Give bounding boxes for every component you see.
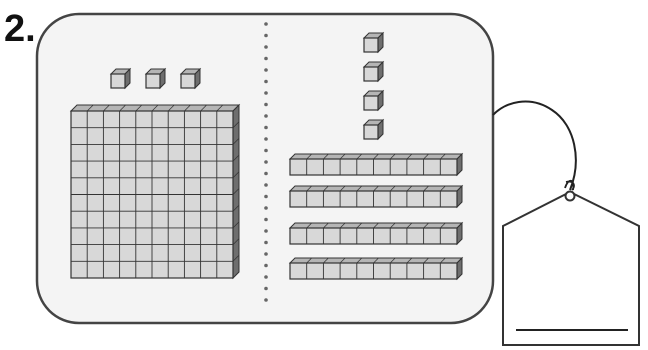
divider-dot bbox=[264, 34, 268, 38]
divider-dot bbox=[264, 252, 268, 256]
divider-dot bbox=[264, 298, 268, 302]
tens-rod bbox=[290, 154, 462, 175]
ones-cube bbox=[364, 33, 383, 52]
divider-dot bbox=[264, 126, 268, 130]
divider-dot bbox=[264, 206, 268, 210]
divider-dot bbox=[264, 103, 268, 107]
divider-dot bbox=[264, 275, 268, 279]
ones-cube bbox=[364, 91, 383, 110]
divider-dot bbox=[264, 80, 268, 84]
answer-tag[interactable] bbox=[493, 102, 639, 345]
divider-dot bbox=[264, 172, 268, 176]
divider-dot bbox=[264, 57, 268, 61]
divider-dot bbox=[264, 241, 268, 245]
tag-body bbox=[503, 192, 639, 345]
divider-dot bbox=[264, 137, 268, 141]
divider-dot bbox=[264, 195, 268, 199]
ones-cube bbox=[364, 120, 383, 139]
divider-dot bbox=[264, 160, 268, 164]
ones-cube bbox=[111, 69, 130, 88]
divider-dot bbox=[264, 264, 268, 268]
hundreds-flat bbox=[71, 105, 239, 278]
divider-dot bbox=[264, 287, 268, 291]
ones-cube bbox=[181, 69, 200, 88]
divider-dot bbox=[264, 218, 268, 222]
divider-dot bbox=[264, 114, 268, 118]
tens-rod bbox=[290, 223, 462, 244]
divider-dot bbox=[264, 68, 268, 72]
tag-hole bbox=[566, 192, 575, 201]
tens-rod bbox=[290, 186, 462, 207]
hundreds-flat-block bbox=[71, 105, 239, 278]
divider-dot bbox=[264, 22, 268, 26]
left-ones-cubes bbox=[111, 69, 200, 88]
ones-cube bbox=[364, 62, 383, 81]
divider-dot bbox=[264, 149, 268, 153]
tag-string bbox=[493, 102, 576, 190]
divider-dot bbox=[264, 45, 268, 49]
divider-dot bbox=[264, 91, 268, 95]
ones-cube bbox=[146, 69, 165, 88]
tens-rod bbox=[290, 258, 462, 279]
divider-dot bbox=[264, 183, 268, 187]
divider-dot bbox=[264, 229, 268, 233]
